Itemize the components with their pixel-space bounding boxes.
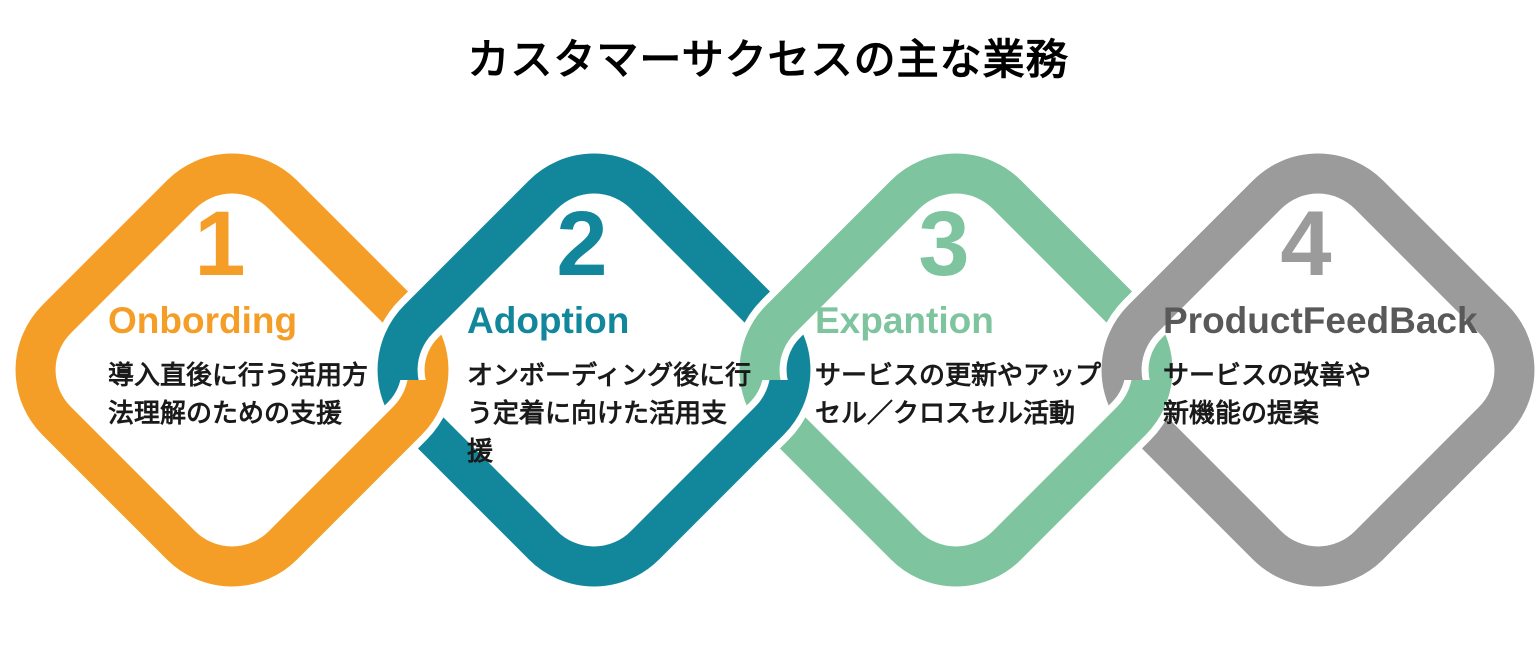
link-4-shape [1101,153,1535,587]
diagram-title: カスタマーサクセスの主な業務 [467,36,1069,83]
link-1-over-segment [333,380,456,580]
link-1-title: Onbording [108,300,298,341]
link-4-title: ProductFeedBack [1163,300,1478,341]
link-2-description: オンボーディング後に行 う定着に向けた活用支 援 [467,360,752,466]
link-1-number: 1 [194,193,246,295]
link-3-description: サービスの更新やアップ セル／クロスセル活動 [815,360,1102,428]
link-3-title: Expantion [815,300,994,341]
link-2-over-segment [695,380,818,580]
link-4-number: 4 [1280,193,1332,295]
link-2-number: 2 [556,193,608,295]
link-3-over-segment [1057,380,1180,580]
link-1-description: 導入直後に行う活用方 法理解のための支援 [108,360,369,428]
link-2-title: Adoption [467,300,630,341]
link-3-number: 3 [918,193,970,295]
link-4-description: サービスの改善や 新機能の提案 [1163,360,1372,428]
